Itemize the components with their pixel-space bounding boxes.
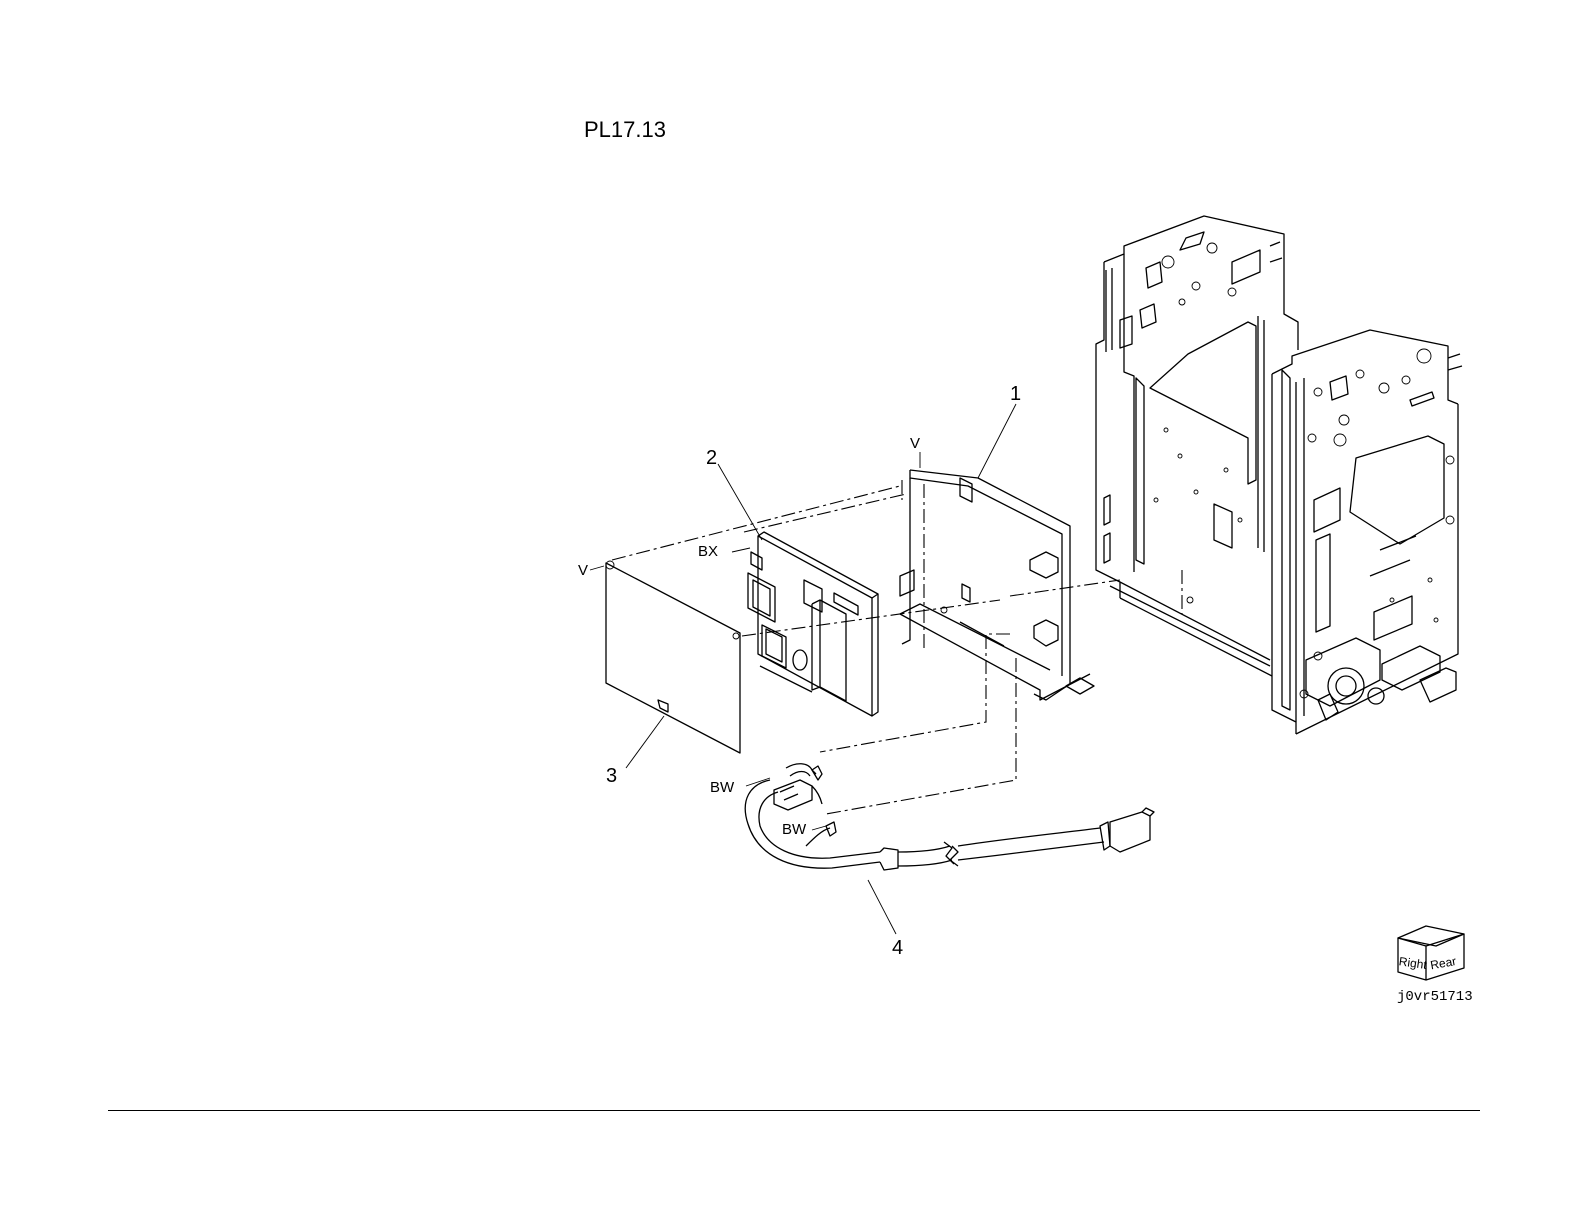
callout-connector-bw-1: BW	[710, 779, 735, 796]
callout-item-3: 3	[606, 765, 617, 787]
callout-item-4: 4	[892, 937, 903, 959]
left-side-frame	[1096, 216, 1298, 676]
callout-connector-bx: BX	[698, 543, 718, 560]
orientation-cube: Right Rear	[1398, 926, 1464, 980]
footer-rule	[108, 1110, 1480, 1111]
callout-connector-v-top: V	[910, 435, 920, 452]
mounting-bracket[interactable]	[900, 470, 1094, 700]
power-supply-board[interactable]	[748, 532, 878, 716]
callout-item-1: 1	[1010, 383, 1021, 405]
callout-connector-v-left: V	[578, 562, 588, 579]
cube-face-right: Right	[1398, 954, 1428, 972]
callout-item-2: 2	[706, 447, 717, 469]
callout-connector-bw-2: BW	[782, 821, 807, 838]
cover-plate[interactable]	[606, 561, 740, 753]
cube-face-rear: Rear	[1429, 954, 1457, 972]
figure-id: j0vr51713	[1397, 989, 1473, 1005]
ac-harness[interactable]	[745, 764, 1154, 870]
right-side-frame	[1272, 330, 1462, 734]
